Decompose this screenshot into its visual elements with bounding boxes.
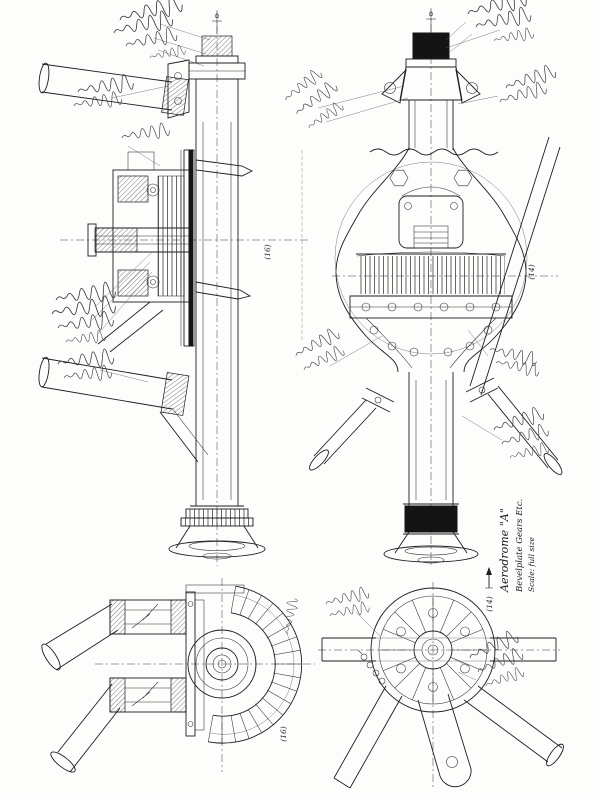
title-block: Aerodrome "A" Bevelplate Gears Etc. Scal… bbox=[498, 499, 536, 593]
marker-1: (16) bbox=[263, 244, 272, 259]
drawing-subtitle: Bevelplate Gears Etc. bbox=[515, 499, 525, 593]
marker-2: (14) bbox=[527, 264, 536, 279]
drawing-scale-note: Scale: full size bbox=[527, 536, 536, 592]
drawing-title: Aerodrome "A" bbox=[498, 508, 511, 593]
view-axle-side-section bbox=[38, 12, 266, 560]
marker-4: (14) bbox=[485, 596, 494, 611]
top-nut bbox=[412, 32, 450, 60]
bearing-band bbox=[404, 505, 458, 533]
view-hub-plan bbox=[321, 567, 564, 789]
bevel-gear-teeth bbox=[357, 256, 505, 294]
hub-spokes bbox=[379, 596, 487, 704]
reference-markers: (16) (14) (16) (14) bbox=[263, 244, 536, 741]
view-bevel-gear-side bbox=[41, 584, 303, 773]
flange-bar bbox=[188, 149, 193, 347]
view-gear-housing-front bbox=[309, 10, 563, 564]
up-arrow-icon bbox=[485, 567, 493, 589]
marker-3: (16) bbox=[279, 726, 288, 741]
leader-lines bbox=[91, 21, 503, 681]
gear-plate-circle bbox=[334, 161, 528, 355]
